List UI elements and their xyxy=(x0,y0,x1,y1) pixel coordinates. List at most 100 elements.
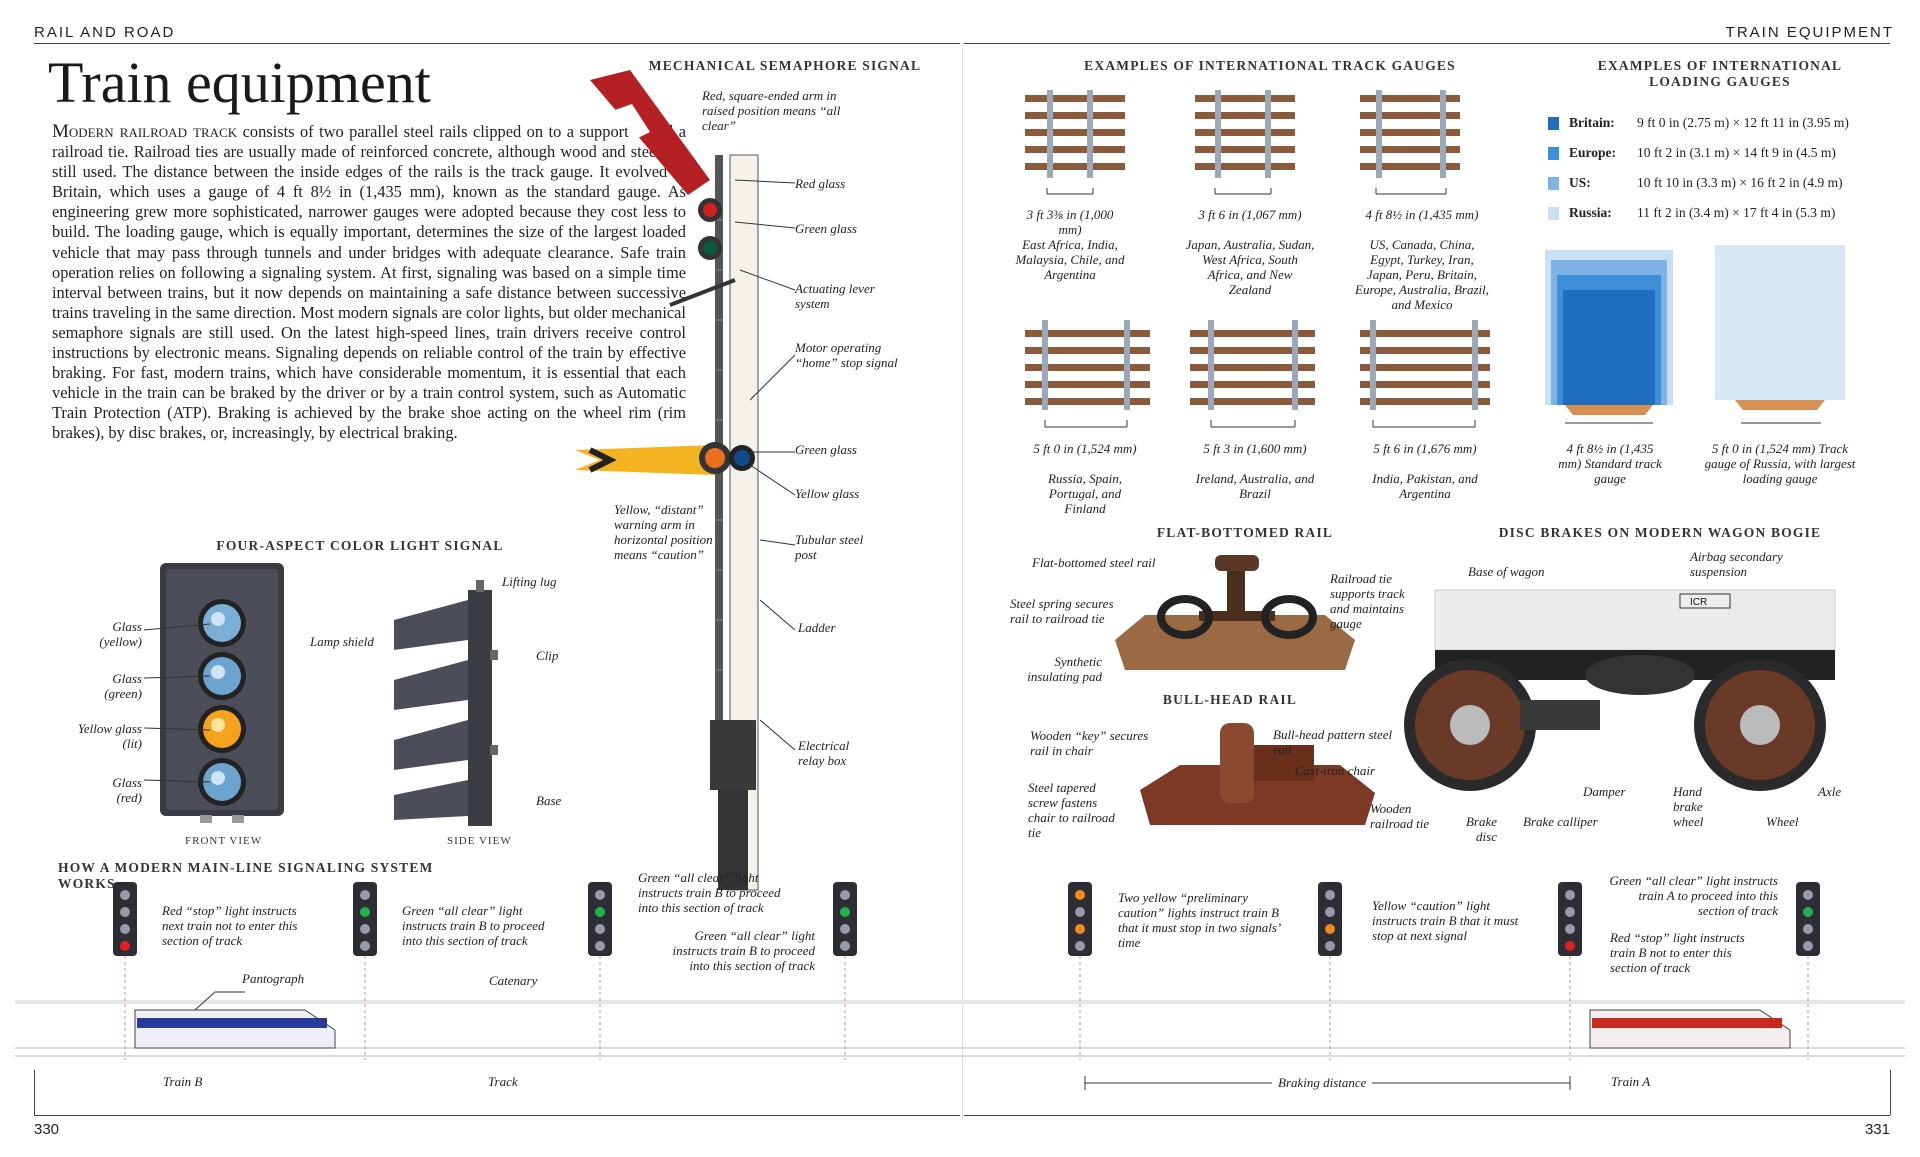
signal-1-caption: Red “stop” light instructs next train no… xyxy=(162,903,298,948)
wagon-code-text: ICR xyxy=(1690,597,1707,608)
loading-gauge-label: US: xyxy=(1569,175,1591,190)
semaphore-leader-lines xyxy=(734,179,796,751)
signal-8-caption: Red “stop” light instructs train B not t… xyxy=(1610,930,1745,975)
track-label: Track xyxy=(488,1074,518,1089)
base-of-wagon-label: Base of wagon xyxy=(1468,564,1545,579)
semaphore-heading: MECHANICAL SEMAPHORE SIGNAL xyxy=(648,58,922,73)
red-glass-label: Red glass xyxy=(795,176,846,191)
signal-2-caption: Green “all clear” light instructs train … xyxy=(402,903,545,948)
track-gauges-heading: EXAMPLES OF INTERNATIONAL TRACK GAUGES xyxy=(1084,58,1456,73)
glass-green-label: Glass (green) xyxy=(104,671,142,701)
relay-label: Electrical relay box xyxy=(798,738,850,768)
lamp-shield-label: Lamp shield xyxy=(310,634,374,649)
front-view-signal xyxy=(160,563,284,823)
running-header-left: RAIL AND ROAD xyxy=(34,24,176,41)
signal-6-caption: Yellow “caution” light instructs train B… xyxy=(1372,898,1519,943)
four-aspect-heading: FOUR-ASPECT COLOR LIGHT SIGNAL xyxy=(216,538,504,553)
bull-rail-heading: BULL-HEAD RAIL xyxy=(1162,692,1298,707)
gutter xyxy=(962,44,963,1119)
green-glass-1-label: Green glass xyxy=(795,221,857,236)
signal-4-caption: Green “all clear” light instructs train … xyxy=(672,928,815,973)
clip-label: Clip xyxy=(536,648,559,663)
loading-gauge-row: Europe: 10 ft 2 in (3.1 m) × 14 ft 9 in (… xyxy=(1548,138,1888,168)
front-leader-lines xyxy=(143,623,211,783)
swatch-europe xyxy=(1548,146,1559,160)
signaling-system-diagram xyxy=(15,882,1905,1090)
yellow-glass-label: Yellow glass xyxy=(795,486,860,501)
ladder-label: Ladder xyxy=(798,620,836,635)
bull-rail-illustration xyxy=(1140,723,1375,825)
track-gauge-illustrations xyxy=(1025,90,1490,428)
gauge-1-where: East Africa, India, Malaysia, Chile, and… xyxy=(1015,237,1125,282)
swatch-russia xyxy=(1548,206,1559,220)
motor-label: Motor operating “home” stop signal xyxy=(795,340,898,370)
loading-gauge-value: 10 ft 2 in (3.1 m) × 14 ft 9 in (4.5 m) xyxy=(1637,145,1836,160)
gauge-1-size: 3 ft 3⅜ in (1,000 mm) xyxy=(1026,207,1114,237)
train-a-label: Train A xyxy=(1611,1074,1651,1089)
disc-brakes-heading: DISC BRAKES ON MODERN WAGON BOGIE xyxy=(1498,525,1822,540)
footer-rule-left xyxy=(34,1115,960,1116)
gauge-4-where: Russia, Spain, Portugal, and Finland xyxy=(1047,471,1123,516)
page-title: Train equipment xyxy=(48,50,431,115)
front-view-caption: FRONT VIEW xyxy=(185,835,263,847)
flat-rail-illustration xyxy=(1115,555,1355,670)
tie-label: Railroad tie supports track and maintain… xyxy=(1330,571,1405,631)
loading-gauge-label: Europe: xyxy=(1569,145,1617,160)
signal-5-caption: Two yellow “preliminary caution” lights … xyxy=(1118,890,1280,950)
catenary-label: Catenary xyxy=(489,973,538,988)
gauge-6-size: 5 ft 6 in (1,676 mm) xyxy=(1373,441,1477,456)
signal-7-caption: Green “all clear” light instructs train … xyxy=(1609,873,1778,918)
glass-red-label: Glass (red) xyxy=(112,775,142,805)
intro-body: consists of two parallel steel rails cli… xyxy=(52,122,686,443)
semaphore-signal-illustration xyxy=(575,70,759,891)
flat-rail-heading: FLAT-BOTTOMED RAIL xyxy=(1156,525,1334,540)
yellow-arm-label: Yellow, “distant” warning arm in horizon… xyxy=(614,502,713,562)
page-number-right: 331 xyxy=(1864,1121,1890,1138)
airbag-label: Airbag secondary suspension xyxy=(1690,549,1783,579)
disc-brake-bogie-illustration: ICR xyxy=(1404,589,1836,791)
braking-distance-label: Braking distance xyxy=(1272,1075,1373,1090)
steel-rail-label: Flat-bottomed steel rail xyxy=(1032,555,1156,570)
header-rule-left xyxy=(34,43,960,44)
swatch-britain xyxy=(1548,116,1559,130)
header-rule-right xyxy=(964,43,1890,44)
loading-gauge-value: 9 ft 0 in (2.75 m) × 12 ft 11 in (3.95 m… xyxy=(1637,115,1849,130)
russia-loading-caption: 5 ft 0 in (1,524 mm) Track gauge of Russ… xyxy=(1704,441,1856,486)
glass-yellow-label: Glass (yellow) xyxy=(99,619,142,649)
tubular-label: Tubular steel post xyxy=(795,532,864,562)
axle-label: Axle xyxy=(1818,784,1842,799)
key-label: Wooden “key” secures rail in chair xyxy=(1030,728,1149,758)
gauge-2-size: 3 ft 6 in (1,067 mm) xyxy=(1198,207,1302,222)
green-glass-2-label: Green glass xyxy=(795,442,857,457)
loading-gauge-label: Russia: xyxy=(1569,205,1612,220)
pad-label: Synthetic insulating pad xyxy=(1027,654,1102,684)
intro-lead: Modern railroad track xyxy=(52,121,238,142)
std-loading-caption: 4 ft 8½ in (1,435 mm) Standard track gau… xyxy=(1558,441,1662,486)
gauge-6-where: India, Pakistan, and Argentina xyxy=(1372,471,1478,501)
loading-gauges-heading: EXAMPLES OF INTERNATIONAL LOADING GAUGES xyxy=(1597,58,1843,89)
spring-label: Steel spring secures rail to railroad ti… xyxy=(1010,596,1114,626)
loading-gauge-row: Russia: 11 ft 2 in (3.4 m) × 17 ft 4 in (… xyxy=(1548,198,1888,228)
gauge-5-size: 5 ft 3 in (1,600 mm) xyxy=(1203,441,1307,456)
signal-3-caption: Green “all clear” light instructs train … xyxy=(638,870,781,915)
loading-gauge-value: 11 ft 2 in (3.4 m) × 17 ft 4 in (5.3 m) xyxy=(1637,205,1836,220)
side-view-signal xyxy=(394,580,498,826)
calliper-label: Brake calliper xyxy=(1523,814,1598,829)
loading-gauge-row: Britain:9 ft 0 in (2.75 m) × 12 ft 11 in… xyxy=(1548,108,1888,138)
gauge-4-size: 5 ft 0 in (1,524 mm) xyxy=(1033,441,1137,456)
loading-gauge-value: 10 ft 10 in (3.3 m) × 16 ft 2 in (4.9 m) xyxy=(1637,175,1843,190)
wheel-label: Wheel xyxy=(1766,814,1799,829)
swatch-us xyxy=(1548,176,1559,190)
screw-label: Steel tapered screw fastens chair to rai… xyxy=(1028,780,1115,840)
train-a xyxy=(1589,1009,1791,1049)
wooden-tie-label: Wooden railroad tie xyxy=(1370,801,1430,831)
side-view-caption: SIDE VIEW xyxy=(447,835,512,847)
pattern-label: Bull-head pattern steel rail xyxy=(1273,727,1393,757)
hand-brake-label: Hand brake wheel xyxy=(1673,784,1704,829)
base-label: Base xyxy=(536,793,562,808)
chair-label: Cast-iron chair xyxy=(1295,763,1376,778)
loading-gauge-diagrams xyxy=(1545,245,1845,424)
running-header-right: TRAIN EQUIPMENT xyxy=(1725,24,1894,41)
brake-disc-label: Brake disc xyxy=(1465,814,1497,844)
gauge-5-where: Ireland, Australia, and Brazil xyxy=(1195,471,1315,501)
